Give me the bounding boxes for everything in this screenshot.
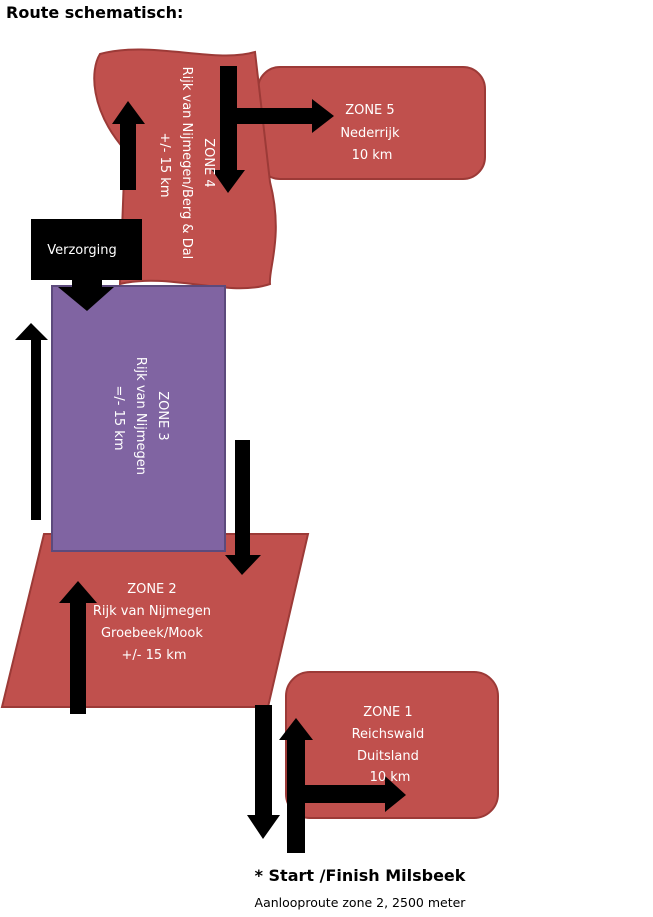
- zone1-line-4: 10 km: [370, 770, 411, 785]
- zone2-line-2: Rijk van Nijmegen: [93, 604, 211, 619]
- zone3-line-2: Rijk van Nijmegen: [133, 357, 148, 475]
- arrow-up-start: [279, 718, 313, 853]
- zone4-label: ZONE 4 Rijk van Nijmegen/Berg & Dal +/- …: [157, 67, 216, 264]
- zone2-line-3: Groebeek/Mook: [101, 626, 203, 641]
- zone1-line-2: Reichswald: [352, 727, 425, 742]
- verzorging-label: Verzorging: [47, 243, 116, 258]
- page-title: Route schematisch:: [6, 3, 184, 22]
- zone2-shape: [0, 533, 310, 708]
- zone4-line-3: +/- 15 km: [157, 133, 172, 198]
- zone5-line-2: Nederrijk: [340, 126, 400, 141]
- zone2-line-4: +/- 15 km: [122, 648, 187, 663]
- arrow-up-zone4: [112, 101, 145, 190]
- zone3-label: ZONE 3 Rijk van Nijmegen =/- 15 km: [111, 357, 170, 479]
- zone5-line-1: ZONE 5: [345, 103, 394, 118]
- arrow-down-start: [247, 705, 280, 839]
- aanlooproute-label: Aanlooproute zone 2, 2500 meter: [254, 895, 466, 910]
- arrow-down-zone4: [212, 66, 245, 193]
- arrow-up-left-zone3: [15, 323, 48, 520]
- zone1-line-3: Duitsland: [357, 749, 419, 764]
- zone3-line-1: ZONE 3: [155, 391, 170, 440]
- zone1-label: ZONE 1 Reichswald Duitsland 10 km: [352, 705, 429, 785]
- zone5-label: ZONE 5 Nederrijk 10 km: [340, 103, 403, 163]
- zone3-line-3: =/- 15 km: [111, 386, 126, 451]
- arrow-down-right-zone3: [225, 440, 261, 575]
- start-finish-label: * Start /Finish Milsbeek: [254, 866, 466, 885]
- zone1-line-1: ZONE 1: [363, 705, 412, 720]
- arrow-right-zone1: [305, 776, 406, 812]
- zone5-line-3: 10 km: [352, 148, 393, 163]
- verzorging-box: [31, 219, 142, 280]
- zone2-line-1: ZONE 2: [127, 582, 176, 597]
- arrow-down-verzorging: [58, 278, 114, 311]
- arrow-up-zone2: [59, 581, 97, 714]
- zone3-box: [51, 285, 226, 552]
- zone1-box: [285, 671, 499, 819]
- zone2-label: ZONE 2 Rijk van Nijmegen Groebeek/Mook +…: [93, 582, 215, 663]
- arrow-right-zone5: [237, 99, 334, 133]
- zone4-line-2: Rijk van Nijmegen/Berg & Dal: [179, 67, 194, 260]
- zone4-line-1: ZONE 4: [201, 138, 216, 187]
